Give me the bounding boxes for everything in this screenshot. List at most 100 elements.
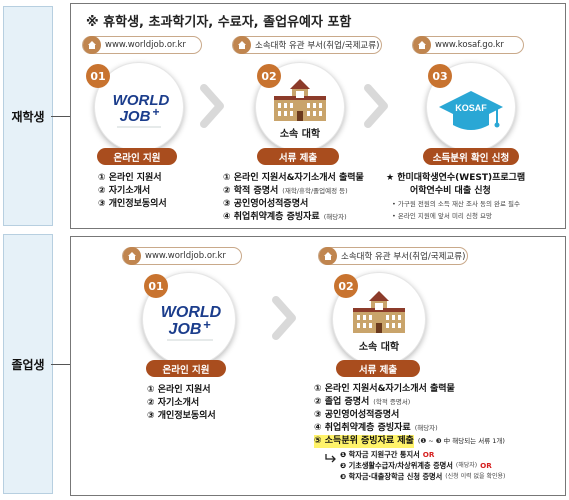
url-text: 소속대학 유관 부서(취업/국제교류) (255, 41, 380, 51)
step-items: ① 온라인 지원서&자기소개서 출력물 ② 학적 증명서(재학/휴학/졸업예정 … (223, 172, 364, 224)
svg-text:+: + (152, 105, 159, 119)
list-item: 어학연수비 대출 신청 (410, 186, 491, 196)
sub-item: ❶ 학자금 지원구간 통지서 OR (340, 449, 505, 460)
list-item: ⑤ 소득분위 증빙자료 제출 (❶ ~ ❸ 中 해당되는 서류 1개) (314, 435, 505, 448)
list-item: • 가구원 전원의 소득 재산 조사 동의 완료 필수 (392, 200, 521, 208)
item-text: ② 졸업 증명서 (314, 397, 370, 407)
item-text: ❷ 기초생활수급자/차상위계층 증명서 (340, 461, 453, 470)
url-text: 소속대학 유관 부서(취업/국제교류) (341, 252, 466, 262)
home-icon (413, 36, 431, 54)
url-pill: 소속대학 유관 부서(취업/국제교류) (232, 36, 382, 54)
list-item: ② 졸업 증명서(학적 증명서) (314, 396, 505, 409)
section-label-graduated: 졸업생 (3, 234, 53, 494)
sub-items: ❶ 학자금 지원구간 통지서 OR ❷ 기초생활수급자/차상위계층 증명서 (해… (340, 449, 505, 482)
list-item: ② 학적 증명서(재학/휴학/졸업예정 등) (223, 185, 364, 198)
list-item: ① 온라인 지원서 (147, 385, 211, 395)
worldjob-logo: WORLD JOB + (113, 92, 170, 128)
url-text: www.worldjob.or.kr (105, 40, 186, 50)
home-icon (319, 247, 337, 265)
url-pill: www.worldjob.or.kr (82, 36, 202, 54)
sub-item: ❸ 학자금·대출장학금 신청 증명서 (신청 이력 없을 확인용) (340, 471, 505, 482)
university-building-icon (274, 79, 326, 121)
section-label-enrolled: 재학생 (3, 6, 53, 226)
list-item: ④ 취업취약계층 증빙자료(해당자) (223, 211, 364, 224)
step-pill: 온라인 지원 (146, 360, 226, 377)
step-number: 02 (334, 274, 358, 298)
url-pill: www.worldjob.or.kr (122, 247, 242, 265)
section-label-text: 졸업생 (11, 357, 45, 372)
step-number: 02 (257, 64, 281, 88)
chevron-right-icon (200, 84, 224, 128)
home-icon (233, 36, 251, 54)
url-text: www.worldjob.or.kr (145, 251, 226, 261)
university-building-icon (353, 291, 405, 333)
section-label-text: 재학생 (11, 109, 45, 124)
list-item: ★ 한미대학생연수(WEST)프로그램 (386, 173, 526, 183)
step-items: ① 온라인 지원서&자기소개서 출력물 ② 졸업 증명서(학적 증명서) ③ 공… (314, 383, 505, 448)
svg-text:+: + (203, 317, 211, 332)
step-number: 01 (144, 274, 168, 298)
connector-line (51, 364, 70, 365)
step-items: ★ 한미대학생연수(WEST)프로그램 어학연수비 대출 신청 • 가구원 전원… (386, 172, 525, 222)
list-item: ① 온라인 지원서 (98, 173, 162, 183)
step-items: ① 온라인 지원서 ② 자기소개서 ③ 개인정보동의서 (147, 384, 216, 423)
step-number: 01 (86, 64, 110, 88)
step-pill: 서류 제출 (257, 148, 339, 165)
list-item: • 온라인 지원에 앞서 미리 신청 요망 (392, 212, 492, 220)
graduation-cap-icon: KOSAF (439, 91, 503, 130)
home-icon (123, 247, 141, 265)
worldjob-logo: WORLD JOB + (161, 304, 222, 341)
list-item: ① 온라인 지원서&자기소개서 출력물 (223, 172, 364, 185)
item-note: (해당자) (414, 424, 438, 432)
item-text: ① 온라인 지원서&자기소개서 출력물 (223, 173, 364, 183)
step-items: ① 온라인 지원서 ② 자기소개서 ③ 개인정보동의서 (98, 172, 167, 211)
item-text: ❸ 학자금·대출장학금 신청 증명서 (340, 472, 443, 481)
connector-line (51, 116, 70, 117)
url-pill: www.kosaf.go.kr (412, 36, 524, 54)
list-item: ③ 공인영어성적증명서 (314, 409, 505, 422)
svg-text:JOB: JOB (169, 321, 202, 338)
item-note: (학적 증명서) (373, 398, 411, 406)
list-item: ① 온라인 지원서&자기소개서 출력물 (314, 383, 505, 396)
list-item: ③ 개인정보동의서 (147, 411, 216, 421)
item-text: ④ 취업취약계층 증빙자료 (314, 423, 411, 433)
svg-text:WORLD: WORLD (113, 92, 170, 109)
list-item: ② 자기소개서 (98, 186, 151, 196)
university-label: 소속 대학 (358, 342, 400, 353)
list-item: ③ 개인정보동의서 (98, 199, 167, 209)
item-text: ① 온라인 지원서&자기소개서 출력물 (314, 384, 455, 394)
list-item: ② 자기소개서 (147, 398, 200, 408)
url-pill: 소속대학 유관 부서(취업/국제교류) (318, 247, 468, 265)
step-pill: 서류 제출 (336, 360, 420, 377)
step-number: 03 (428, 64, 452, 88)
item-text: ④ 취업취약계층 증빙자료 (223, 212, 320, 222)
list-item: ④ 취업취약계층 증빙자료(해당자) (314, 422, 505, 435)
item-note: (신청 이력 없을 확인용) (445, 473, 506, 480)
chevron-right-icon (364, 84, 388, 128)
svg-text:JOB: JOB (120, 108, 151, 125)
item-note: (❶ ~ ❸ 中 해당되는 서류 1개) (417, 437, 505, 445)
list-item: ③ 공인영어성적증명서 (223, 198, 364, 211)
kosaf-logo-text: KOSAF (455, 103, 487, 113)
item-note: (해당자) (455, 462, 478, 469)
item-text: ❶ 학자금 지원구간 통지서 (340, 450, 420, 459)
or-label: OR (422, 450, 435, 459)
item-text: ③ 공인영어성적증명서 (314, 410, 400, 420)
url-text: www.kosaf.go.kr (435, 40, 504, 50)
sub-item: ❷ 기초생활수급자/차상위계층 증명서 (해당자) OR (340, 460, 505, 471)
item-text: ② 학적 증명서 (223, 186, 279, 196)
item-text: ③ 공인영어성적증명서 (223, 199, 309, 209)
step-circle: WORLD JOB + (142, 272, 236, 366)
university-label: 소속 대학 (279, 129, 321, 140)
arrow-icon (325, 454, 336, 463)
home-icon (83, 36, 101, 54)
step-pill: 온라인 지원 (97, 148, 177, 165)
chevron-right-icon (272, 296, 296, 340)
item-note: (재학/휴학/졸업예정 등) (282, 187, 348, 195)
panel-note: ※ 휴학생, 초과학기자, 수료자, 졸업유예자 포함 (86, 15, 352, 30)
item-text-highlighted: ⑤ 소득분위 증빙자료 제출 (314, 435, 414, 448)
or-label: OR (480, 461, 492, 470)
item-note: (해당자) (323, 213, 347, 221)
svg-text:WORLD: WORLD (161, 304, 222, 321)
step-pill: 소득분위 확인 신청 (423, 148, 519, 165)
